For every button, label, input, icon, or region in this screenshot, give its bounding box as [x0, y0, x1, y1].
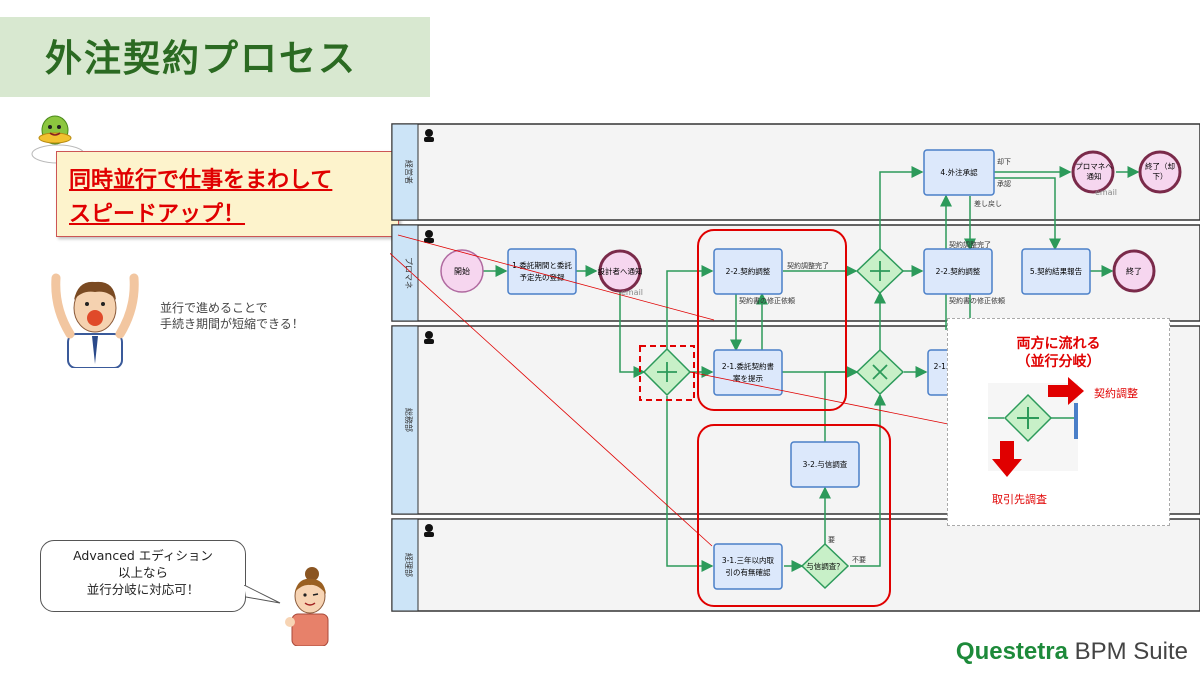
lane-label-accounting: 経理部 [404, 553, 414, 577]
brand-suffix: BPM Suite [1067, 638, 1188, 665]
brand-logo: Questetra BPM Suite [956, 638, 1188, 666]
notify-pm-label-1: プロマネへ [1075, 162, 1113, 171]
notify-pm-event: プロマネへ 通知 email [1071, 150, 1117, 197]
speech-bubble: Advanced エディション 以上なら 並行分岐に対応可！ [40, 540, 246, 612]
task-transaction-history-line-1: 3-1.三年以内取 [722, 555, 775, 565]
speech-tail [244, 585, 281, 604]
side-note: 並行で進めることで 手続き期間が短縮できる！ [160, 300, 304, 332]
task-transaction-history: 3-1.三年以内取 引の有無確認 [713, 543, 783, 590]
page-title: 外注契約プロセス [45, 37, 357, 80]
task-credit-check-label: 3-2.与信調査 [803, 459, 848, 469]
edge-label-sendback: 差し戻し [974, 199, 1002, 208]
pointer-line-2 [390, 252, 713, 547]
title-banner [0, 17, 430, 97]
popup-label-down: 取引先調査 [992, 493, 1047, 506]
popup-title-line-1: 両方に流れる [1016, 336, 1101, 352]
edge-label-reject: 却下 [997, 157, 1011, 166]
highlight-callout: 同時並行で仕事をまわして スピードアップ！ [56, 151, 399, 237]
speech-line-1: Advanced エディション [73, 548, 213, 563]
task-register-line-1: 1.委託期間と委託 [512, 260, 572, 270]
task-contract-adjust-2: 2-2.契約調整 [923, 248, 993, 295]
task-contract-draft-2-label: 2-1. [934, 362, 949, 371]
brand-name: Questetra [955, 638, 1068, 665]
task-transaction-history-line-2: 引の有無確認 [726, 567, 771, 577]
task-contract-adjust: 2-2.契約調整 [713, 248, 783, 295]
task-result-report: 5.契約結果報告 [1021, 248, 1091, 295]
start-event: 開始 [440, 249, 484, 293]
lane-label-executive: 経営者 [404, 160, 414, 184]
parallel-gateway-join [855, 247, 905, 295]
popup-label-right: 契約調整 [1094, 387, 1138, 400]
edge-labels: 契約調整完了 契約書の修正依頼 却下 承認 差し戻し 契約調整完了 契約書の修正… [739, 157, 1011, 564]
notify-designer-email: email [621, 288, 643, 297]
lane-person-icons [424, 129, 434, 537]
businessman-illustration-icon [51, 273, 139, 368]
pointer-line-3 [689, 371, 949, 425]
end-reject-event: 終了（却 下） [1138, 150, 1182, 194]
task-contract-adjust-label: 2-2.契約調整 [726, 266, 771, 276]
pointer-line-1 [397, 234, 715, 321]
edge-label-approve: 承認 [997, 179, 1011, 188]
side-note-line-2: 手続き期間が短縮できる！ [160, 317, 304, 331]
task-outsource-approval-label: 4.外注承認 [940, 167, 978, 177]
task-outsource-approval: 4.外注承認 [923, 149, 995, 196]
end-event-label: 終了 [1126, 266, 1142, 276]
lane-label-project-manager: プロマネ [404, 257, 413, 289]
speech-line-3: 並行分岐に対応可！ [86, 582, 200, 597]
notify-designer-label: 設計者へ通知 [598, 266, 643, 276]
edge-label-needed: 要 [828, 536, 835, 544]
gateway-credit-label: 与信調査？ [806, 561, 844, 571]
start-event-label: 開始 [454, 266, 470, 276]
notify-designer-event: 設計者へ通知 email [598, 249, 643, 297]
end-reject-label-1: 終了（却 [1145, 161, 1175, 171]
arrow-down-icon [992, 441, 1022, 477]
arrow-right-icon [1048, 377, 1084, 405]
edge-label-draft-fix-2: 契約書の修正依頼 [949, 296, 1005, 305]
exclusive-gateway-credit: 与信調査？ [800, 542, 850, 590]
speech-line-2: 以上なら [117, 565, 168, 580]
woman-illustration-icon [285, 567, 329, 646]
callout-line-1: 同時並行で仕事をまわして [69, 168, 333, 193]
popup-title-line-2: （並行分岐） [1016, 354, 1101, 370]
parallel-split-popup: 両方に流れる （並行分岐） 契約調整 取引先調査 [947, 318, 1170, 526]
highlight-box-accounting [697, 424, 891, 607]
task-credit-check: 3-2.与信調査 [790, 441, 860, 488]
task-contract-draft-line-2: 案を提示 [733, 373, 763, 383]
notify-pm-email: email [1095, 188, 1117, 197]
popup-gateway-illustration [988, 383, 1078, 471]
exclusive-gateway-join [855, 348, 905, 396]
task-contract-draft-line-1: 2-1.委託契約書 [722, 361, 775, 371]
task-register-line-2: 予定先の登録 [520, 272, 565, 282]
lane-label-general-affairs: 総務部 [404, 408, 414, 432]
edge-label-not-needed: 不要 [852, 556, 866, 564]
parallel-gateway-split [642, 347, 692, 397]
highlight-box-contract [697, 229, 847, 411]
edge-label-contract-done-2: 契約調整完了 [949, 240, 991, 249]
end-reject-label-2: 下） [1153, 172, 1168, 181]
task-register: 1.委託期間と委託 予定先の登録 [507, 248, 577, 295]
lane-accounting: 経理部 [391, 518, 1200, 612]
callout-line-2: スピードアップ！ [69, 202, 246, 227]
side-note-line-1: 並行で進めることで [160, 301, 268, 315]
end-event: 終了 [1112, 249, 1156, 293]
task-contract-adjust-2-label: 2-2.契約調整 [936, 266, 981, 276]
edge-label-draft-fix: 契約書の修正依頼 [739, 296, 795, 305]
edge-label-contract-done: 契約調整完了 [787, 261, 829, 270]
notify-pm-label-2: 通知 [1087, 171, 1102, 181]
task-result-report-label: 5.契約結果報告 [1030, 266, 1083, 276]
task-contract-draft: 2-1.委託契約書 案を提示 [713, 349, 783, 396]
